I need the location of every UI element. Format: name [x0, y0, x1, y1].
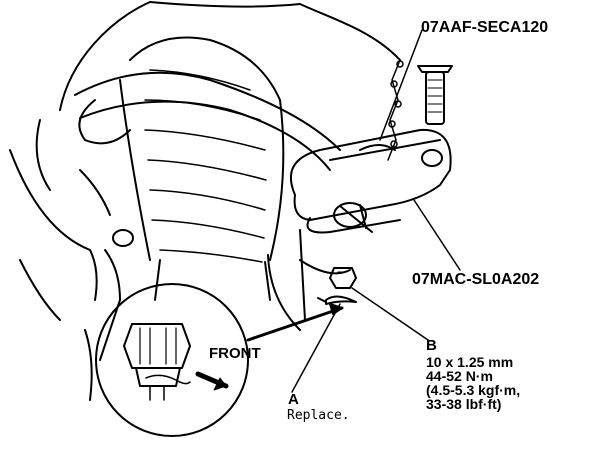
upper-control-arm: [74, 71, 341, 171]
callout-b-spec: 10 x 1.25 mm 44-52 N·m (4.5-5.3 kgf·m, 3…: [426, 355, 520, 411]
callout-b-spec-line: 10 x 1.25 mm: [426, 354, 514, 370]
shock-absorber: [119, 36, 285, 301]
callout-b-spec-line: 33-38 lbf·ft): [426, 396, 502, 412]
knuckle-and-hub: [9, 149, 134, 401]
special-tool-label-upper: 07AAF-SECA120: [421, 19, 549, 36]
castle-nut: [329, 267, 357, 289]
callout-b-spec-line: 44-52 N·m: [426, 368, 493, 384]
callout-a-note: Replace.: [287, 408, 350, 423]
lower-arm: [267, 229, 351, 331]
callout-b-spec-line: (4.5-5.3 kgf·m,: [426, 382, 521, 398]
ball-joint-remover-tool: [290, 65, 453, 234]
leader-lines: [291, 29, 461, 393]
body-panel: [35, 1, 401, 191]
front-direction-label: FRONT: [209, 345, 261, 362]
callout-a-letter: A: [288, 391, 299, 408]
inset-detail: [95, 283, 344, 437]
special-tool-label-lower: 07MAC-SL0A202: [412, 271, 540, 288]
callout-b-letter: B: [426, 337, 437, 354]
cotter-pin: [317, 295, 357, 305]
safety-chain: [387, 59, 404, 161]
